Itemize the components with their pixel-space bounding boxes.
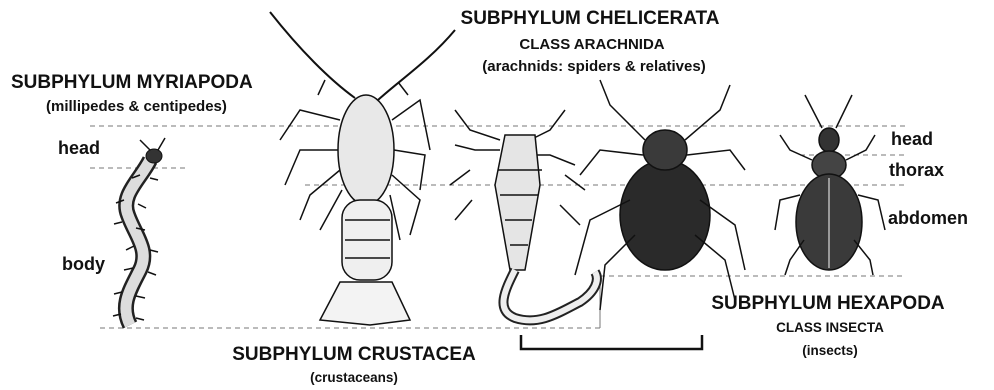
crustacea-description: (crustaceans) xyxy=(310,370,398,385)
scorpion-drawing xyxy=(450,110,597,320)
hexapoda-description: (insects) xyxy=(802,343,858,358)
hexapoda-class: CLASS INSECTA xyxy=(776,320,884,335)
millipede-drawing xyxy=(113,138,165,325)
crustacea-title: SUBPHYLUM CRUSTACEA xyxy=(232,344,475,366)
myriapod-head-label: head xyxy=(58,138,100,159)
myriapoda-title: SUBPHYLUM MYRIAPODA xyxy=(11,72,253,94)
chelicerata-description: (arachnids: spiders & relatives) xyxy=(482,58,705,75)
myriapoda-description: (millipedes & centipedes) xyxy=(46,98,227,115)
bracket xyxy=(521,335,702,349)
crustacean-drawing xyxy=(270,12,455,325)
insect-thorax-label: thorax xyxy=(889,160,944,181)
insect-abdomen-label: abdomen xyxy=(888,208,968,229)
hexapoda-title: SUBPHYLUM HEXAPODA xyxy=(711,293,944,315)
chelicerata-title: SUBPHYLUM CHELICERATA xyxy=(461,8,720,30)
myriapod-body-label: body xyxy=(62,254,105,275)
chelicerata-class: CLASS ARACHNIDA xyxy=(519,36,664,53)
insect-head-label: head xyxy=(891,129,933,150)
